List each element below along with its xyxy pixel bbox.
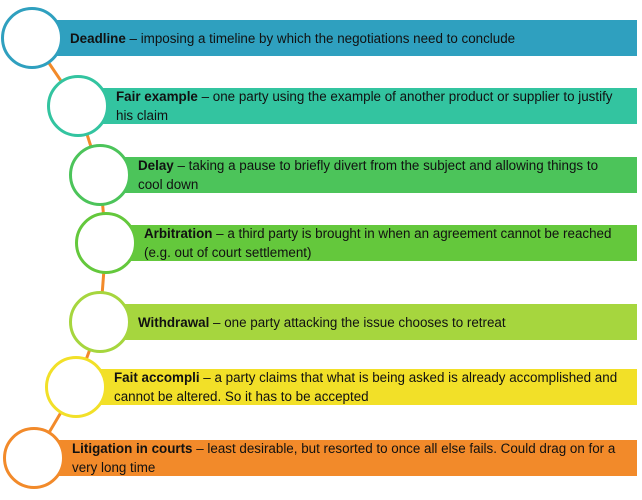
tactic-term: Fair example: [116, 89, 198, 104]
step-circle: [69, 144, 131, 206]
tactic-bar-fair-example: Fair example – one party using the examp…: [78, 88, 637, 124]
step-circle: [45, 356, 107, 418]
step-circle: [3, 427, 65, 489]
tactic-term: Fait accompli: [114, 370, 200, 385]
tactic-bar-deadline: Deadline – imposing a timeline by which …: [32, 20, 637, 56]
tactic-description: – least desirable, but resorted to once …: [72, 441, 616, 475]
tactic-description: – a third party is brought in when an ag…: [144, 226, 612, 260]
tactic-description: – one party using the example of another…: [116, 89, 613, 123]
step-circle: [75, 212, 137, 274]
tactic-description: – taking a pause to briefly divert from …: [138, 158, 599, 192]
tactic-term: Arbitration: [144, 226, 213, 241]
tactic-term: Litigation in courts: [72, 441, 193, 456]
step-circle: [69, 291, 131, 353]
tactic-description: – imposing a timeline by which the negot…: [125, 30, 516, 46]
tactic-bar-fait-accompli: Fait accompli – a party claims that what…: [76, 369, 637, 405]
step-circle: [1, 7, 63, 69]
tactic-bar-withdrawal: Withdrawal – one party attacking the iss…: [100, 304, 637, 340]
tactic-bar-litigation: Litigation in courts – least desirable, …: [34, 440, 637, 476]
tactic-bar-arbitration: Arbitration – a third party is brought i…: [106, 225, 637, 261]
step-circle: [47, 75, 109, 137]
tactic-bar-delay: Delay – taking a pause to briefly divert…: [100, 157, 637, 193]
tactic-term: Deadline: [70, 30, 126, 46]
tactic-description: – a party claims that what is being aske…: [114, 370, 618, 404]
tactic-term: Delay: [138, 158, 174, 173]
tactic-description: – one party attacking the issue chooses …: [209, 314, 506, 330]
tactic-term: Withdrawal: [138, 314, 210, 330]
